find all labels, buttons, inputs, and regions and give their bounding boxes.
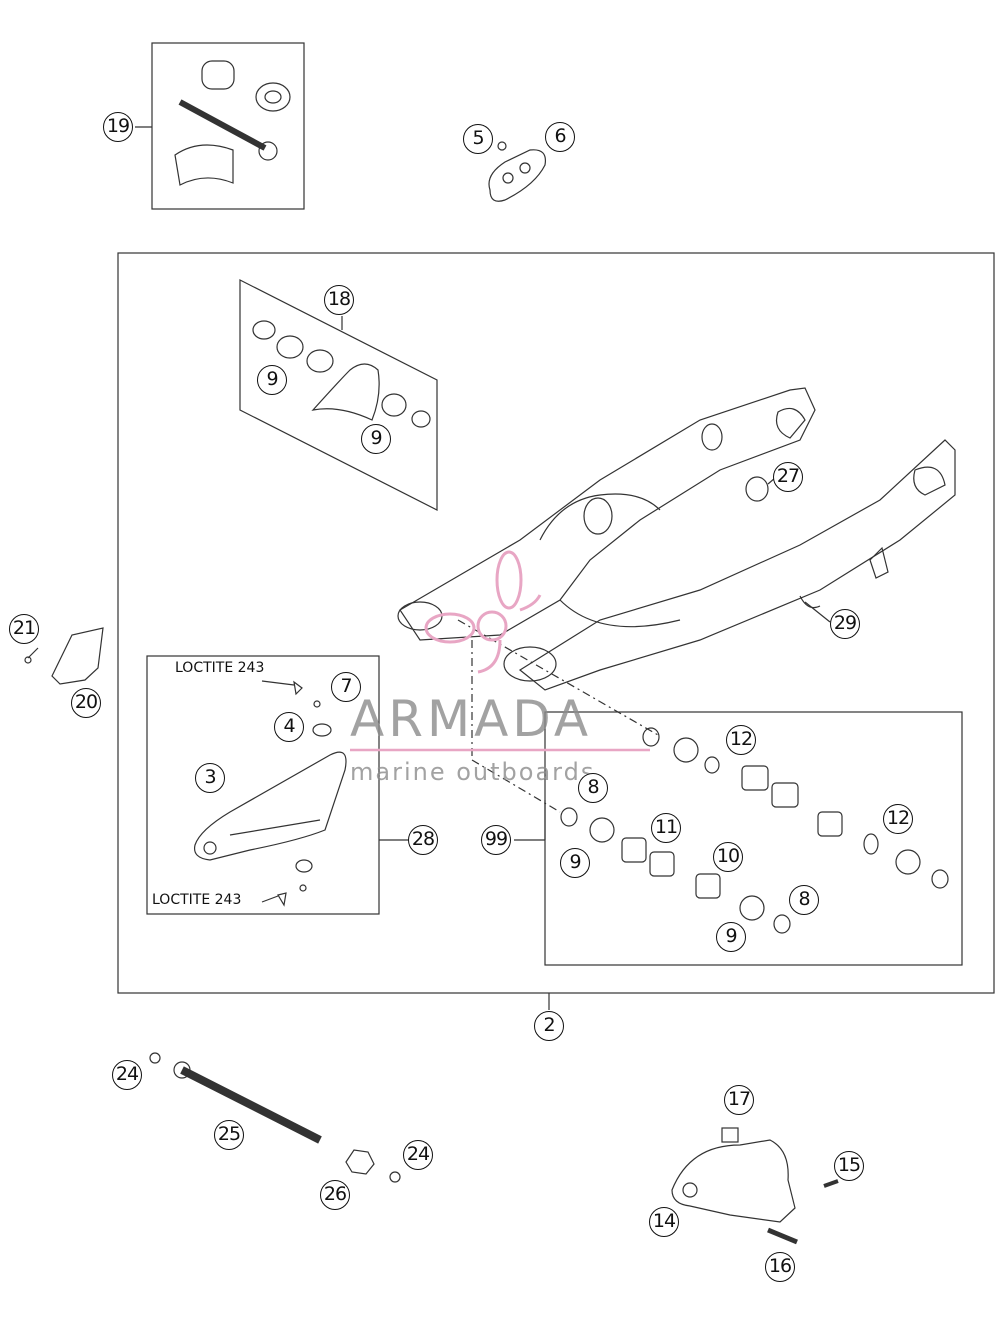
part-27 [745, 476, 769, 502]
callout-10: 10 [713, 842, 743, 872]
part-20 [51, 627, 104, 685]
bushing-part [255, 82, 291, 112]
callout-18: 18 [324, 285, 354, 315]
callout-9: 9 [716, 922, 746, 952]
callout-8: 8 [789, 885, 819, 915]
callout-17: 17 [724, 1085, 754, 1115]
callout-9: 9 [560, 848, 590, 878]
callout-21: 21 [9, 614, 39, 644]
callout-11: 11 [651, 813, 681, 843]
swingarm-group-frame [117, 252, 995, 994]
callout-99: 99 [481, 825, 511, 855]
callout-26: 26 [320, 1180, 350, 1210]
callout-6: 6 [545, 122, 575, 152]
kit-18-frame [239, 279, 438, 511]
callout-8: 8 [578, 773, 608, 803]
screw-part-21 [24, 656, 32, 664]
bolt-part-16 [767, 1227, 798, 1245]
callout-5: 5 [463, 124, 493, 154]
clamp-part-6 [488, 149, 547, 202]
spacer-part [201, 60, 235, 90]
callout-9: 9 [361, 424, 391, 454]
callout-20: 20 [71, 688, 101, 718]
callout-24: 24 [112, 1060, 142, 1090]
callout-28: 28 [408, 825, 438, 855]
callout-27: 27 [773, 462, 803, 492]
callout-25: 25 [214, 1120, 244, 1150]
callout-2: 2 [534, 1011, 564, 1041]
callout-7: 7 [331, 672, 361, 702]
loctite-note-upper: LOCTITE 243 [175, 660, 265, 676]
watermark-title: ARMADA [350, 690, 593, 748]
callout-15: 15 [834, 1151, 864, 1181]
nut-part-26 [345, 1149, 375, 1175]
bolt-part [178, 99, 267, 151]
insert-part-17 [721, 1127, 739, 1143]
callout-14: 14 [649, 1207, 679, 1237]
callout-3: 3 [195, 763, 225, 793]
loctite-note-lower: LOCTITE 243 [152, 892, 242, 908]
callout-24: 24 [403, 1140, 433, 1170]
callout-12: 12 [726, 725, 756, 755]
callout-16: 16 [765, 1252, 795, 1282]
chain-guide-part-14 [671, 1139, 796, 1223]
watermark-subtitle: marine outboards [350, 758, 596, 786]
callout-9: 9 [257, 365, 287, 395]
watermark-logo [424, 550, 542, 674]
chain-slider-frame [146, 655, 380, 915]
callout-19: 19 [103, 112, 133, 142]
chain-slider-part [193, 751, 347, 861]
axle-part-25 [180, 1066, 322, 1144]
callout-12: 12 [883, 804, 913, 834]
pivot-block-part [311, 363, 380, 421]
cap-part-24 [149, 1052, 161, 1064]
screw-part-5 [497, 141, 507, 151]
swingarm-body [397, 387, 956, 691]
half-shell-part [174, 144, 234, 186]
screw-part-15 [823, 1179, 839, 1188]
callout-29: 29 [830, 609, 860, 639]
callout-4: 4 [274, 712, 304, 742]
kit-19-frame [151, 42, 305, 210]
